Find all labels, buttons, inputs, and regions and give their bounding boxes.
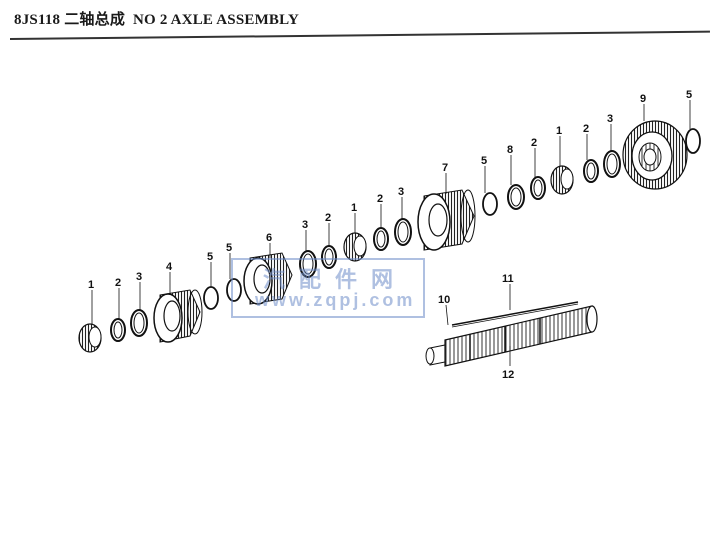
- spacer-ring-2d: [530, 176, 546, 200]
- main-shaft-12: [425, 305, 598, 367]
- thrust-washer-3d: [603, 150, 621, 178]
- callout-3: 3: [398, 186, 404, 198]
- callout-3: 3: [136, 271, 142, 283]
- callout-1: 1: [88, 279, 94, 291]
- callout-4: 4: [166, 261, 173, 273]
- washer-8: [507, 184, 525, 210]
- callout-7: 7: [442, 162, 448, 174]
- spacer-ring-2: [110, 318, 126, 342]
- part-code: 8JS118: [14, 12, 61, 28]
- spacer-ring-2c: [373, 227, 389, 251]
- callout-1: 1: [351, 202, 357, 214]
- thrust-washer-3: [130, 309, 148, 337]
- watermark-url: www.zqpj.com: [255, 290, 416, 310]
- callout-10: 10: [438, 294, 450, 306]
- callout-1: 1: [556, 125, 562, 137]
- needle-bearing-1b: [343, 232, 367, 262]
- needle-bearing-1c: [550, 165, 574, 195]
- callout-8: 8: [507, 144, 513, 156]
- watermark-stamp: 汽配件网 www.zqpj.com: [231, 258, 425, 318]
- snap-ring-5a: [203, 286, 219, 310]
- callout-12: 12: [502, 369, 514, 381]
- callout-6: 6: [266, 232, 272, 244]
- callout-2: 2: [377, 193, 383, 205]
- callout-5: 5: [207, 251, 213, 263]
- spacer-ring-2e: [583, 159, 599, 183]
- needle-bearing-1: [78, 323, 102, 353]
- callout-9: 9: [640, 93, 646, 105]
- key-rod-11: [451, 301, 579, 328]
- snap-ring-5b: [226, 278, 242, 302]
- callout-2: 2: [115, 277, 121, 289]
- callout-5: 5: [226, 242, 232, 254]
- gear-6: [243, 252, 293, 305]
- callout-3: 3: [302, 219, 308, 231]
- watermark-text-cn: 汽配件网: [263, 267, 408, 292]
- snap-ring-5d: [685, 128, 701, 154]
- callout-11: 11: [502, 273, 514, 285]
- thrust-washer-3b: [299, 250, 317, 278]
- gear-9: [622, 120, 688, 190]
- callout-3: 3: [607, 113, 613, 125]
- callout-5: 5: [686, 89, 692, 101]
- title-cn: 二轴总成: [64, 12, 126, 28]
- title-en: NO 2 AXLE ASSEMBLY: [132, 12, 299, 28]
- gear-4: [153, 289, 203, 343]
- callout-2: 2: [325, 212, 331, 224]
- callout-2: 2: [583, 123, 589, 135]
- gear-7: [417, 189, 476, 251]
- snap-ring-5c: [482, 192, 498, 216]
- leader-lines: [91, 100, 691, 366]
- callout-2: 2: [531, 137, 537, 149]
- callout-5: 5: [481, 155, 487, 167]
- thrust-washer-3c: [394, 218, 412, 246]
